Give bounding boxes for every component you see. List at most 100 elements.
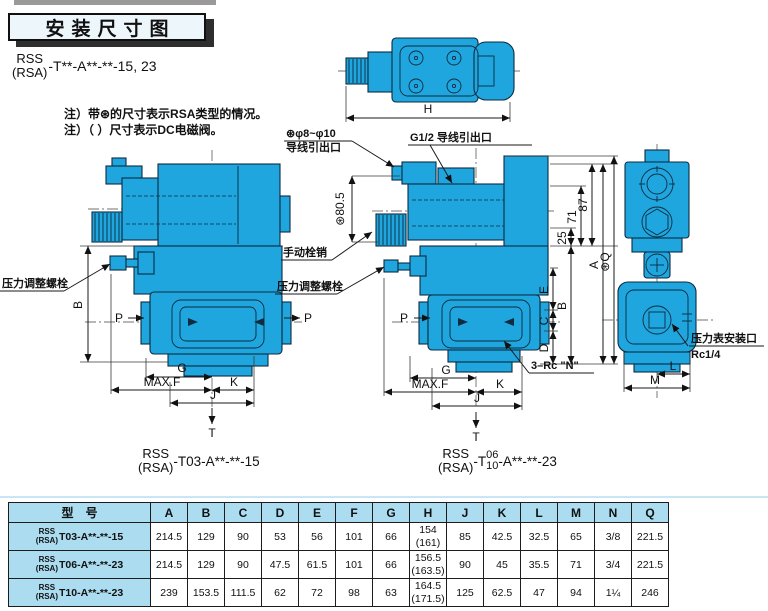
col-header-c: C [224,502,262,523]
note-rsa: 注）带⊛的尺寸表示RSA类型的情况。 [64,107,268,121]
cell: 47 [520,578,558,607]
model-left-suffix: -T03-A**-**-15 [173,453,260,469]
dim-label-j: J [210,388,216,402]
dim-label-87: 87 [576,198,590,212]
page-title: 安装尺寸图 [8,13,206,41]
cell: 45 [483,550,521,579]
dim-label-maxf: MAX.F [412,377,449,391]
col-header-m: M [557,502,595,523]
top-view: H [338,37,520,122]
cell: 47.5 [261,550,299,579]
model-label-left: RSS (RSA) -T03-A**-**-15 [138,446,260,476]
dim-label-k: K [496,377,504,391]
front-view-left: 压力调整螺栓 B P P G MAX.F K J T [0,150,312,440]
table-row: RSS(RSA) T03-A**-**-15 214.5 129 90 53 5… [8,522,669,551]
dim-label-k: K [230,375,238,389]
table-row: RSS(RSA) T06-A**-**-23 214.5 129 90 47.5… [8,550,669,579]
row-model-cell: RSS(RSA) T03-A**-**-15 [8,522,151,551]
pressure-adjust-bolt [109,255,127,271]
dim-label-l: L [670,359,677,373]
port-label-p-left: P [115,311,123,325]
col-header-f: F [335,502,373,523]
dim-label-b: B [555,302,569,310]
knurl-pattern [378,215,404,245]
row-model-cell: RSS(RSA) T06-A**-**-23 [8,550,151,579]
notes: 注）带⊛的尺寸表示RSA类型的情况。 注）（ ）尺寸表示DC电磁阀。 [64,106,267,138]
cell: 3/8 [594,522,632,551]
dim-label-j: J [474,391,480,405]
dim-label-805: ⊛80.5 [333,192,347,226]
rc-port-label: 3–Rc "N" [531,360,579,372]
dim-label-q: ⊛Q [598,252,612,271]
cell: 62 [261,578,299,607]
wire-outlet-label-line2: 导线引出口 [286,140,341,154]
cell: 98 [335,578,373,607]
row-model-cell: RSS(RSA) T10-A**-**-23 [8,578,151,607]
cell: 3/4 [594,550,632,579]
dim-label-e: E [537,286,551,294]
col-header-q: Q [631,502,669,523]
col-header-j: J [446,502,484,523]
dimension-drawing: H 压力调整螺栓 [0,37,764,444]
port-label-t: T [208,426,216,440]
cell: 61.5 [298,550,336,579]
col-header-n: N [594,502,632,523]
table-top-separator [0,496,768,498]
cell: 214.5 [150,522,188,551]
dimension-table: 型 号 A B C D E F G H J K L M N Q RSS(RSA)… [8,502,669,607]
dim-label-d: D [537,343,551,352]
cell: 66 [372,550,410,579]
cell: 62.5 [483,578,521,607]
dim-label-g: G [441,363,450,377]
cell: 65 [557,522,595,551]
gauge-port-label-line1: 压力表安装口 [691,331,757,345]
cell: 101 [335,522,373,551]
dim-label-maxf: MAX.F [144,375,181,389]
page-title-text: 安装尺寸图 [45,18,176,40]
top-divider-bar [14,0,216,5]
pressure-bolt-label: 压力调整螺栓 [277,279,343,293]
col-header-e: E [298,502,336,523]
cell: 53 [261,522,299,551]
cell: 42.5 [483,522,521,551]
cell: 153.5 [187,578,225,607]
cell: 66 [372,522,410,551]
knurl-pattern [348,59,366,83]
col-header-d: D [261,502,299,523]
model-code-suffix: -T**-A**-**-15, 23 [48,58,157,75]
model-code-stack: RSS (RSA) [12,51,48,81]
knurl-pattern [94,213,120,241]
dim-label-71: 71 [565,210,579,224]
cell: 221.5 [631,550,669,579]
port-label-p: P [400,311,408,325]
g12-outlet-label: G1/2 导线引出口 [410,130,492,144]
cell: 111.5 [224,578,262,607]
cell: 94 [557,578,595,607]
model-label-right: RSS (RSA) -T 06 10 -A**-**-23 [438,446,557,476]
cell: 129 [187,550,225,579]
dim-label-m: M [650,373,660,387]
cell: 1¼ [594,578,632,607]
cell: 85 [446,522,484,551]
col-header-l: L [520,502,558,523]
port-label-t: T [472,430,480,444]
cell: 56 [298,522,336,551]
front-view-middle: ⊛φ8~φ10 导线引出口 G1/2 导线引出口 ⊛80.5 手动栓销 压力调整… [275,128,618,444]
table-row: RSS(RSA) T10-A**-**-23 239 153.5 111.5 6… [8,578,669,607]
cell: 63 [372,578,410,607]
col-header-h: H [409,502,447,523]
dim-label-b: B [71,301,85,309]
cell: 32.5 [520,522,558,551]
cell: 35.5 [520,550,558,579]
model-code: RSS (RSA) -T**-A**-**-15, 23 [12,51,157,81]
dim-label-g: G [177,361,186,375]
cell: 214.5 [150,550,188,579]
col-header-b: B [187,502,225,523]
wire-outlet-label-line1: ⊛φ8~φ10 [286,128,336,140]
cell: 154 (161) [409,522,447,551]
cell: 90 [224,550,262,579]
manual-pin-label: 手动栓销 [283,245,327,259]
cell: 246 [631,578,669,607]
col-header-k: K [483,502,521,523]
side-view: 压力表安装口 Rc1/4 L M [602,144,764,398]
